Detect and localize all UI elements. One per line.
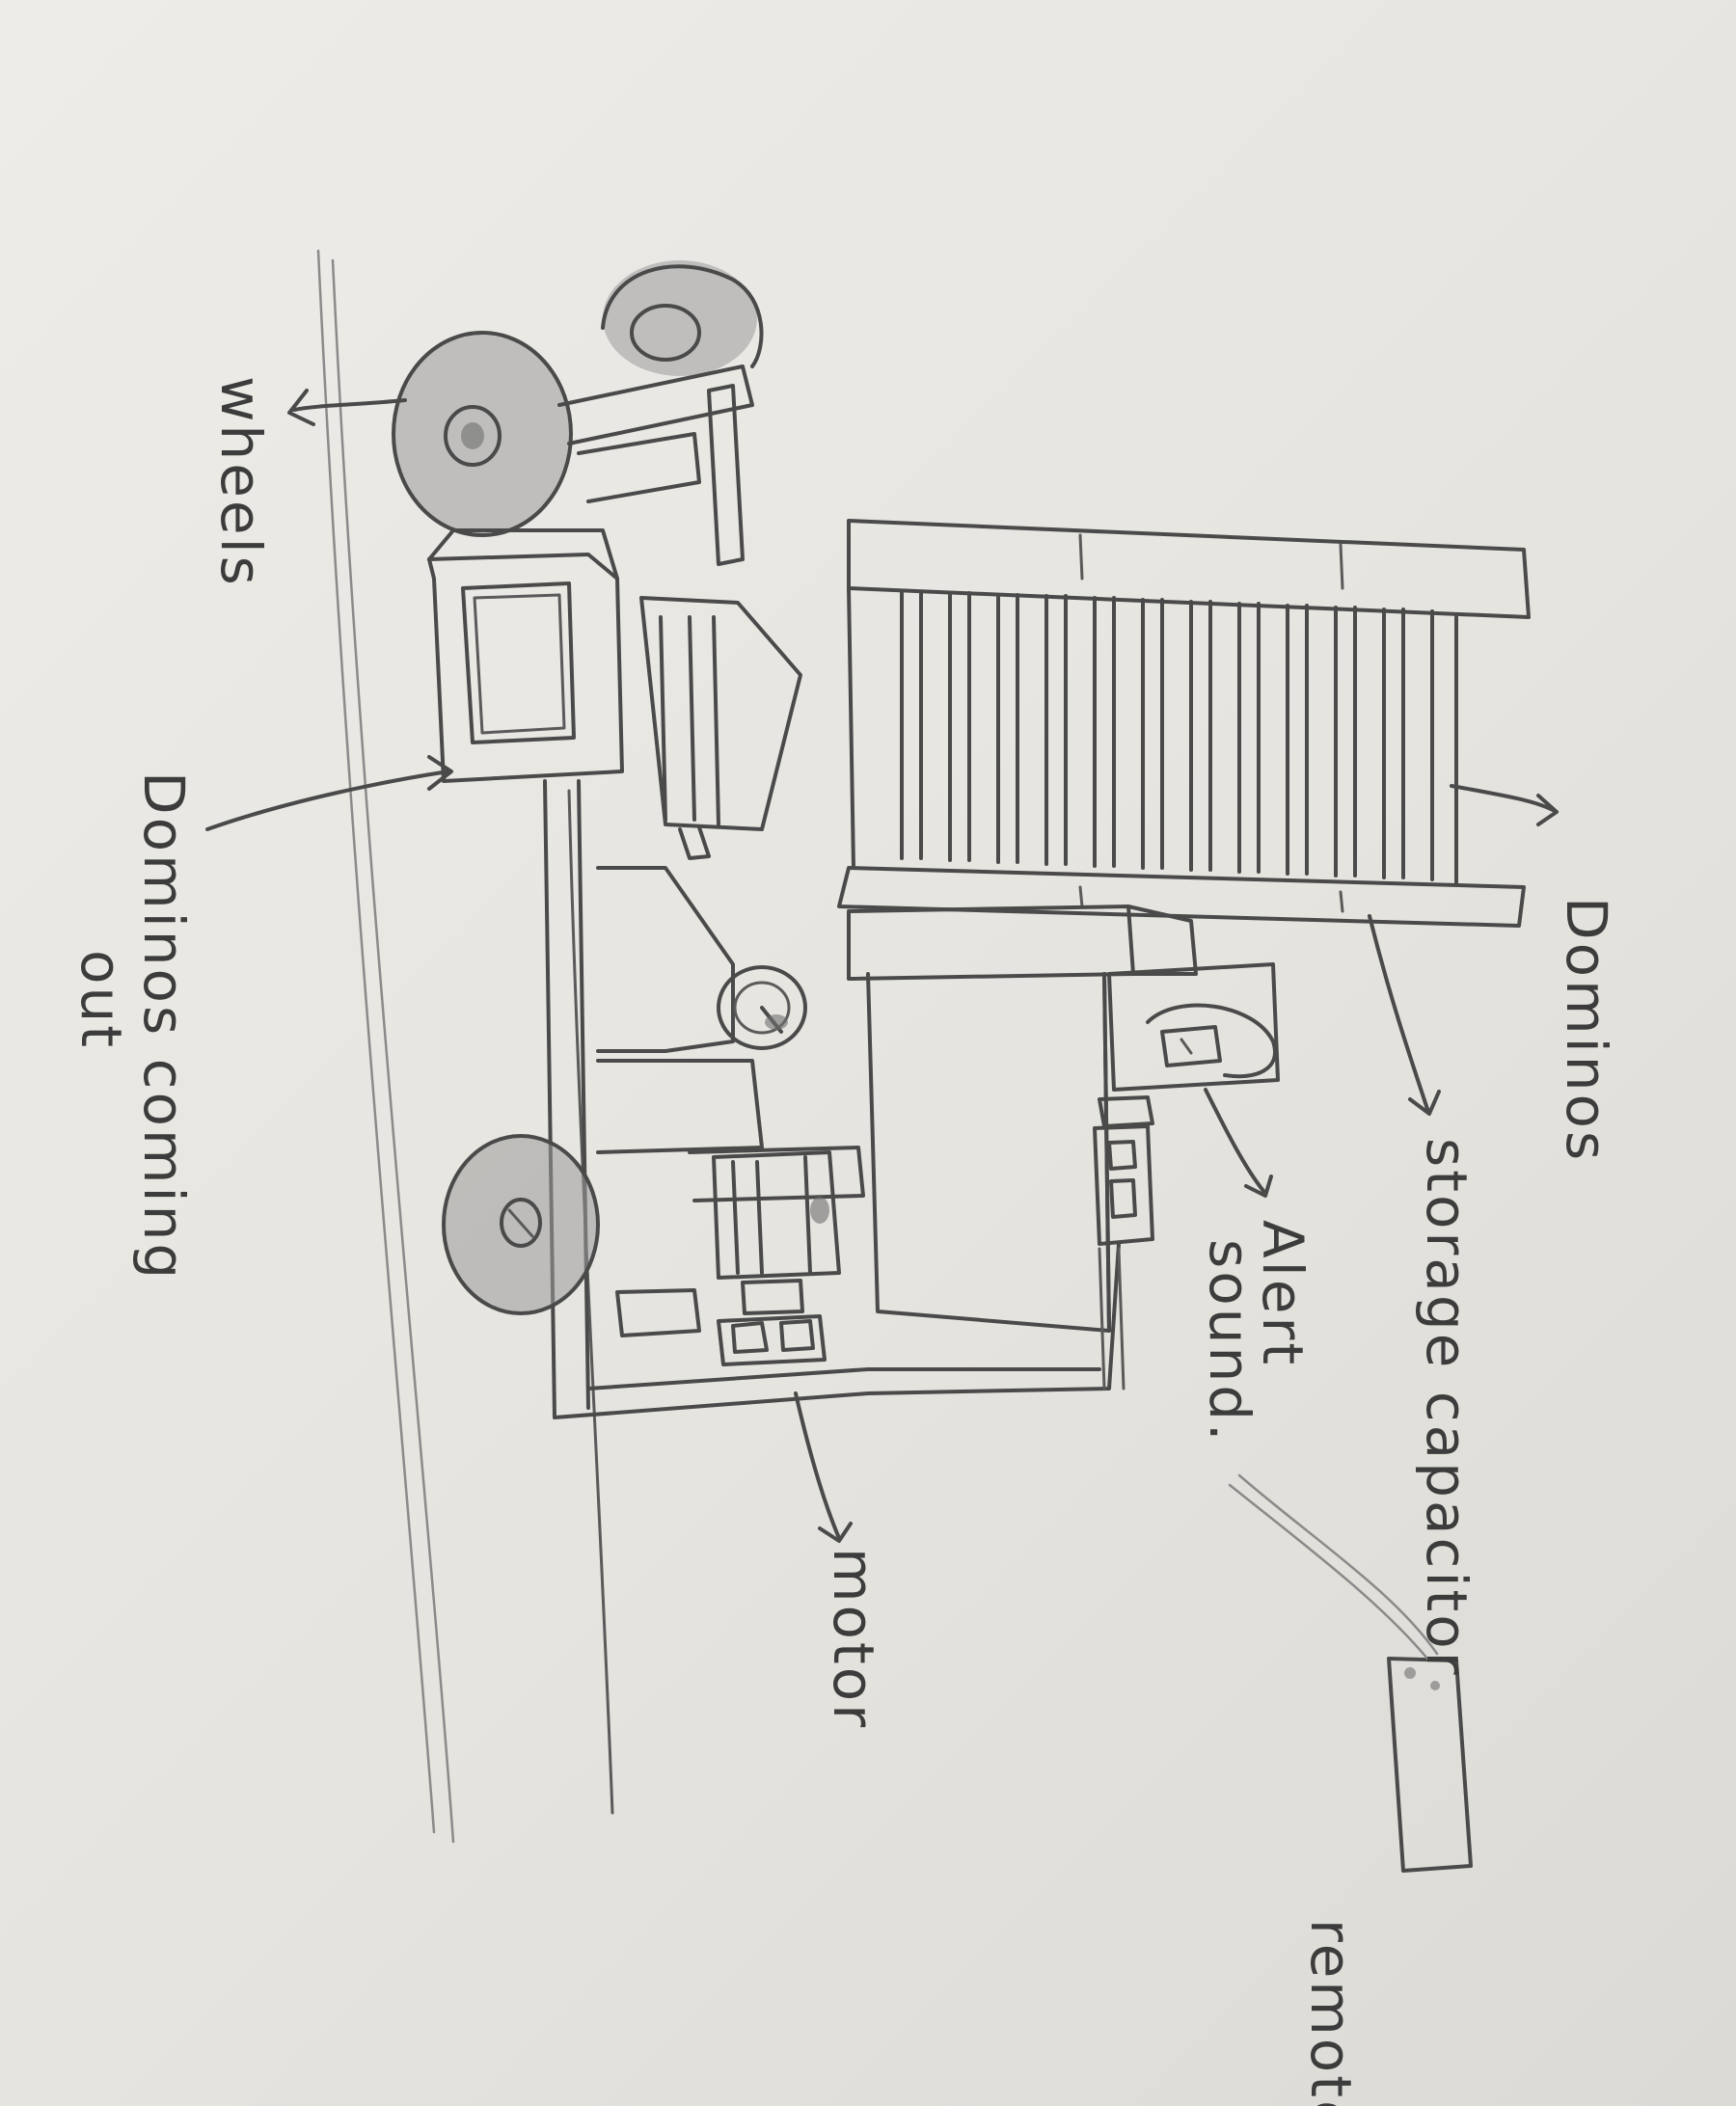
dominos-coming-out-label-line1: Dominos coming — [131, 771, 197, 1282]
motor — [617, 1152, 839, 1364]
wheels-label: wheels — [208, 376, 274, 588]
rear-wheel — [393, 333, 571, 535]
remote-label: remote — [1298, 1919, 1364, 2106]
rear-axle — [559, 366, 752, 564]
rear-wheel-far — [603, 260, 762, 376]
storage-capacitor — [1095, 1097, 1153, 1389]
dominos-label: Dominos — [1554, 897, 1619, 1163]
labels: wheels Dominos coming out Dominos storag… — [68, 376, 1619, 2106]
storage-capacitor-label: storage capacitor — [1414, 1138, 1479, 1678]
alert-sound-speaker — [1109, 964, 1278, 1090]
domino-hopper — [641, 598, 800, 858]
domino-storage-rack — [839, 521, 1529, 926]
front-wheel — [444, 1136, 598, 1313]
dominos-coming-out-label-line2: out — [68, 950, 134, 1050]
motor-label: motor — [821, 1548, 886, 1730]
domino-pieces — [902, 593, 1432, 879]
chassis — [545, 781, 1119, 1418]
rear-cabinet — [429, 530, 622, 781]
alert-sound-label-line2: sound. — [1197, 1239, 1262, 1444]
